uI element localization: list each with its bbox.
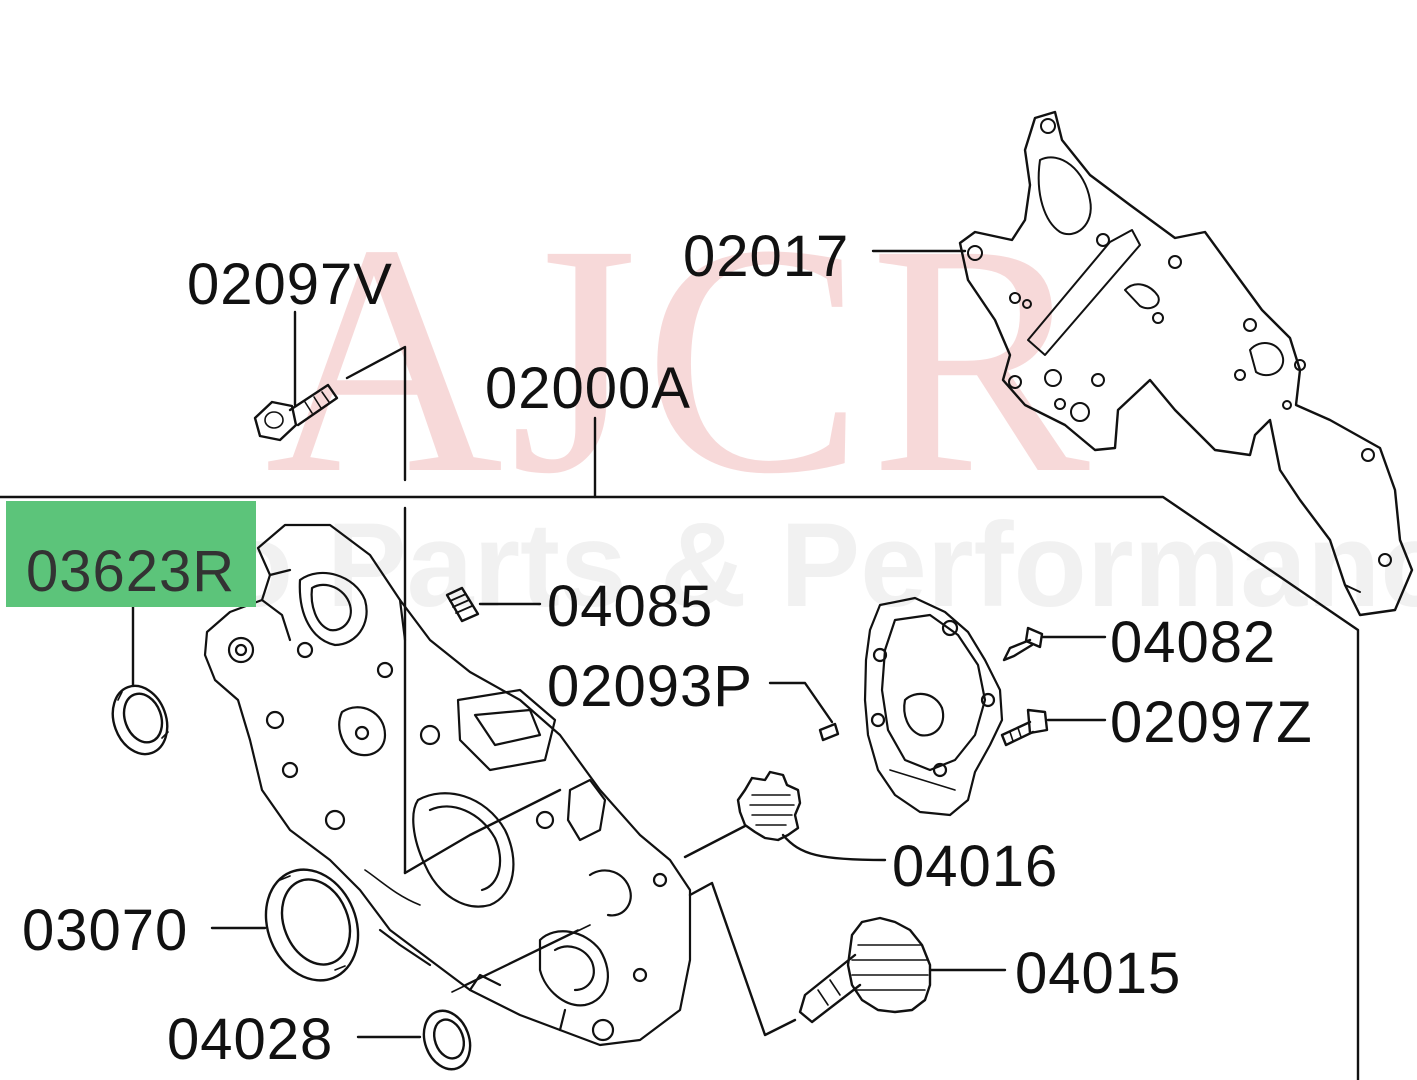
part-label-02093P[interactable]: 02093P <box>547 654 753 719</box>
dowel-pin-leader <box>768 681 834 724</box>
part-label-02000A[interactable]: 02000A <box>485 356 691 421</box>
part-label-02097Z[interactable]: 02097Z <box>1110 690 1313 755</box>
drive-gear-shaft-part <box>798 916 932 1024</box>
pump-screw-part <box>1002 626 1044 662</box>
watermark-logo: AJCR <box>265 177 1096 542</box>
driven-gear-leader <box>781 833 887 862</box>
part-label-02097V[interactable]: 02097V <box>187 252 393 317</box>
dowel-pin-part <box>818 722 840 742</box>
assembly-frame-line <box>0 495 1360 1080</box>
crank-oil-seal-part <box>264 868 360 982</box>
part-label-03070[interactable]: 03070 <box>22 898 189 963</box>
oil-seal-small-part <box>111 684 169 756</box>
part-label-03623R: 03623R <box>26 539 236 604</box>
pump-bracket-line <box>403 788 562 875</box>
part-label-02017[interactable]: 02017 <box>683 224 850 289</box>
part-label-04016[interactable]: 04016 <box>892 834 1059 899</box>
bolt-bracket-line <box>345 345 407 482</box>
selected-part-highlight[interactable]: 03623R <box>6 501 256 607</box>
relief-spring-part <box>445 586 480 623</box>
part-label-04085[interactable]: 04085 <box>547 574 714 639</box>
part-label-04082[interactable]: 04082 <box>1110 610 1277 675</box>
oil-pump-cover-part <box>863 596 1004 817</box>
pump-bolt-part <box>1000 708 1049 747</box>
flange-bolt-part <box>253 383 339 442</box>
gear-bracket-line <box>683 824 747 859</box>
gasket-part <box>958 110 1414 617</box>
part-label-04028[interactable]: 04028 <box>167 1007 334 1072</box>
shaft-bracket-line <box>688 881 797 1037</box>
front-case-part <box>203 523 692 1047</box>
driven-gear-part <box>736 770 802 842</box>
shaft-oil-seal-part <box>422 1009 472 1071</box>
part-label-04015[interactable]: 04015 <box>1015 941 1182 1006</box>
